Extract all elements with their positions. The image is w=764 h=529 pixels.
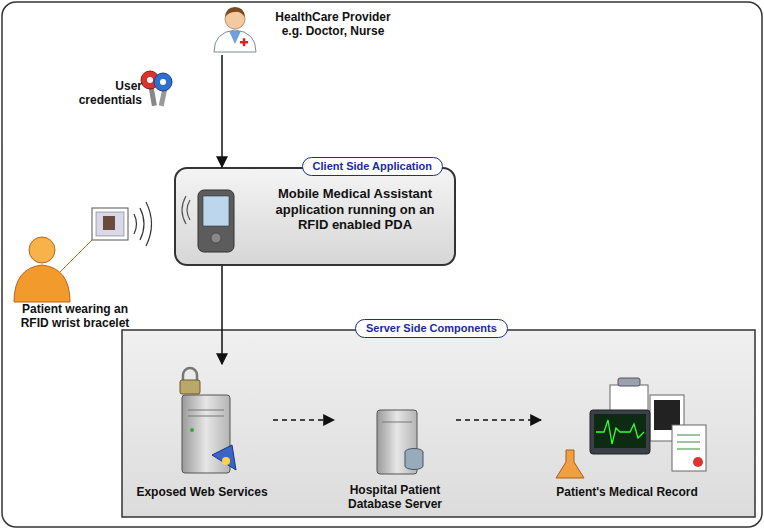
keys-icon [141, 71, 172, 106]
group-box: Client Side ApplicationMobile Medical As… [175, 168, 455, 265]
database-server-icon [377, 410, 423, 474]
connector-arrow [221, 266, 223, 364]
patient-icon [14, 202, 152, 302]
node-label: Patient's Medical Record [542, 485, 712, 499]
node-label: Hospital Patient Database Server [335, 483, 455, 512]
section-tab: Server Side Components [355, 319, 508, 338]
icon-node: Patient's Medical Record [542, 365, 712, 515]
node-label: Patient wearing an RFID wrist bracelet [7, 302, 143, 331]
icon-node: Patient wearing an RFID wrist bracelet [5, 200, 145, 340]
pda-icon [182, 190, 234, 252]
server-panel-outline [122, 330, 755, 517]
icon-node: Exposed Web Services [132, 365, 272, 515]
group-box: Server Side ComponentsExposed Web Servic… [122, 330, 755, 517]
client-box-outline [175, 168, 455, 265]
icon-node: HealthCare Provider e.g. Doctor, Nurse [205, 4, 420, 54]
credentials-label: User credentials [68, 79, 142, 108]
icon-node: Hospital Patient Database Server [335, 395, 455, 518]
web-server-icon [180, 368, 236, 473]
section-tab: Client Side Application [302, 157, 443, 176]
node-label: Exposed Web Services [132, 485, 272, 499]
connector-arrow [456, 419, 541, 421]
doctor-icon [214, 7, 256, 52]
connector-arrow [221, 55, 223, 167]
connector-arrow [273, 419, 334, 421]
node-label: Mobile Medical Assistant application run… [261, 186, 449, 233]
medical-record-icon [556, 378, 706, 478]
node-label: HealthCare Provider e.g. Doctor, Nurse [267, 10, 399, 39]
